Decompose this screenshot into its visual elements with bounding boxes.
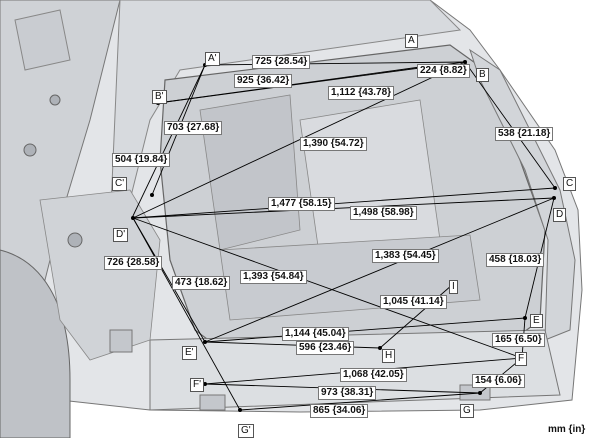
dim-label: 224 {8.82} [417,64,470,78]
dim-label: 1,498 {58.98} [350,206,417,220]
point-label-b-prime: B' [152,90,167,104]
dim-label: 504 {19.84} [112,153,171,167]
point-label-f: F [515,352,528,366]
dim-label: 703 {27.68} [164,121,223,135]
point-label-e: E [530,314,543,328]
dim-label: 538 {21.18} [495,127,554,141]
dim-label: 1,383 {54.45} [372,249,439,263]
point-label-b: B [476,68,489,82]
point-label-a: A [405,34,418,48]
dim-label: 1,477 {58.15} [268,197,335,211]
dim-label: 1,390 {54.72} [300,137,367,151]
dim-label: 1,068 {42.05} [340,368,407,382]
point-label-g-prime: G' [238,424,254,438]
dim-label: 165 {6.50} [492,333,545,347]
dim-label: 865 {34.06} [310,404,369,418]
point-label-c-prime: C' [112,177,128,191]
point-label-i: I [449,280,458,294]
dim-label: 458 {18.03} [486,253,545,267]
dim-label: 596 {23.46} [296,341,355,355]
point-label-d-prime: D' [113,228,129,242]
point-label-e-prime: E' [182,346,197,360]
point-label-d: D [553,208,567,222]
point-label-c: C [563,177,577,191]
dim-label: 1,045 {41.14} [380,295,447,309]
dim-label: 1,112 {43.78} [328,86,395,100]
dim-label: 925 {36.42} [234,74,293,88]
dim-label: 473 {18.62} [172,276,231,290]
dim-label: 154 {6.06} [472,374,525,388]
point-label-g: G [460,404,474,418]
dim-label: 973 {38.31} [318,386,377,400]
point-label-a-prime: A' [205,52,220,66]
dim-label: 726 {28.58} [104,256,163,270]
point-label-h: H [382,349,396,363]
dim-label: 1,144 {45.04} [282,327,349,341]
dim-label: 725 {28.54} [252,55,311,69]
point-label-f-prime: F' [190,378,205,392]
dim-label: 1,393 {54.84} [240,270,307,284]
unit-label: mm {in} [548,424,586,435]
